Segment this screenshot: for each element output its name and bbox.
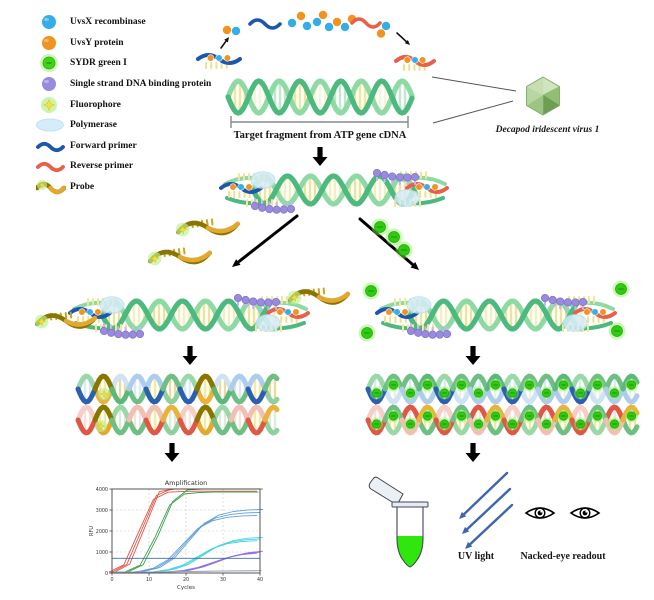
products-sybr bbox=[365, 373, 640, 436]
legend-item-uvsx: UvsX recombinase bbox=[36, 12, 211, 33]
tube-icon bbox=[368, 476, 429, 568]
probe-input bbox=[147, 218, 240, 266]
eye-icon-left bbox=[524, 507, 556, 519]
svg-text:4000: 4000 bbox=[96, 487, 108, 493]
svg-text:RFU: RFU bbox=[89, 526, 95, 536]
fluorophore-icon bbox=[41, 96, 57, 113]
legend-item-label: SYDR green I bbox=[70, 58, 127, 69]
arrow-down-right-2 bbox=[465, 443, 481, 462]
legend-item-label: Single strand DNA binding protein bbox=[70, 79, 212, 90]
legend-item-label: Polymerase bbox=[70, 120, 117, 131]
svg-text:40: 40 bbox=[257, 577, 263, 583]
protein-dots-cluster bbox=[287, 10, 357, 32]
rpa-complex-probe bbox=[34, 287, 351, 339]
legend-item-label: Probe bbox=[70, 182, 95, 193]
legend-item-probe: Probe bbox=[36, 177, 211, 198]
legend-item-label: Forward primer bbox=[70, 140, 137, 151]
legend-item-label: Reverse primer bbox=[70, 161, 134, 172]
legend-item-uvsy: UvsY protein bbox=[36, 33, 211, 54]
reverse-primer-loading bbox=[350, 17, 436, 71]
forward-primer-icon bbox=[36, 141, 65, 152]
svg-text:2000: 2000 bbox=[96, 529, 108, 535]
target-dna-helix bbox=[225, 78, 415, 116]
uv-light-arrows bbox=[459, 471, 514, 549]
naked-eye-label: Nacked-eye readout bbox=[520, 551, 606, 562]
arrow-down-left-1 bbox=[182, 346, 198, 365]
legend-item-reverse-primer: Reverse primer bbox=[36, 156, 211, 177]
legend-item-forward-primer: Forward primer bbox=[36, 136, 211, 157]
legend-item-label: UvsY protein bbox=[70, 37, 124, 48]
legend-item-sybr-green: SYDR green I bbox=[36, 53, 211, 74]
svg-text:Cycles: Cycles bbox=[177, 585, 195, 591]
sybr-green-icon bbox=[40, 54, 58, 73]
legend-item-label: UvsX recombinase bbox=[70, 17, 146, 28]
sybr-input bbox=[371, 218, 413, 259]
products-probe bbox=[75, 373, 280, 436]
virus-icon bbox=[526, 76, 560, 116]
virus-label: Decapod iridescent virus 1 bbox=[495, 125, 600, 135]
svg-text:0: 0 bbox=[110, 577, 113, 583]
arrow-branch-right bbox=[358, 217, 419, 270]
rpa-complex-sybr bbox=[358, 280, 630, 342]
svg-text:20: 20 bbox=[183, 577, 189, 583]
legend-item-ssb: Single strand DNA binding protein bbox=[36, 74, 211, 95]
legend-item-label: Fluorophore bbox=[70, 99, 121, 110]
ssb-icon bbox=[42, 77, 56, 92]
amplification-chart: Amplification 0 1000 2000 3000 4000 0 10 20 30 40 R… bbox=[89, 479, 263, 591]
svg-text:30: 30 bbox=[220, 577, 226, 583]
arrow-down-1 bbox=[312, 147, 328, 166]
rpa-complex-middle bbox=[219, 168, 449, 214]
eye-icon-right bbox=[569, 507, 601, 519]
arrow-down-right-1 bbox=[465, 346, 481, 365]
polymerase-icon bbox=[36, 118, 64, 132]
reverse-primer-icon bbox=[36, 162, 65, 173]
probe-icon bbox=[36, 179, 66, 195]
svg-text:Amplification: Amplification bbox=[165, 479, 208, 487]
target-fragment-label: Target fragment from ATP gene cDNA bbox=[233, 130, 407, 141]
target-bracket bbox=[230, 116, 409, 128]
svg-text:3000: 3000 bbox=[96, 508, 108, 514]
forward-primer-loading bbox=[196, 18, 282, 69]
svg-text:10: 10 bbox=[146, 577, 152, 583]
uv-light-label: UV light bbox=[457, 551, 495, 562]
svg-text:1000: 1000 bbox=[96, 550, 108, 556]
uvsx-icon bbox=[42, 15, 56, 30]
legend-item-polymerase: Polymerase bbox=[36, 115, 211, 136]
legend-item-fluorophore: Fluorophore bbox=[36, 94, 211, 115]
arrow-branch-left bbox=[232, 214, 299, 267]
svg-text:0: 0 bbox=[105, 571, 108, 577]
virus-pointer-lines bbox=[431, 76, 517, 124]
arrow-down-left-2 bbox=[164, 443, 180, 462]
uvsy-icon bbox=[42, 35, 56, 50]
